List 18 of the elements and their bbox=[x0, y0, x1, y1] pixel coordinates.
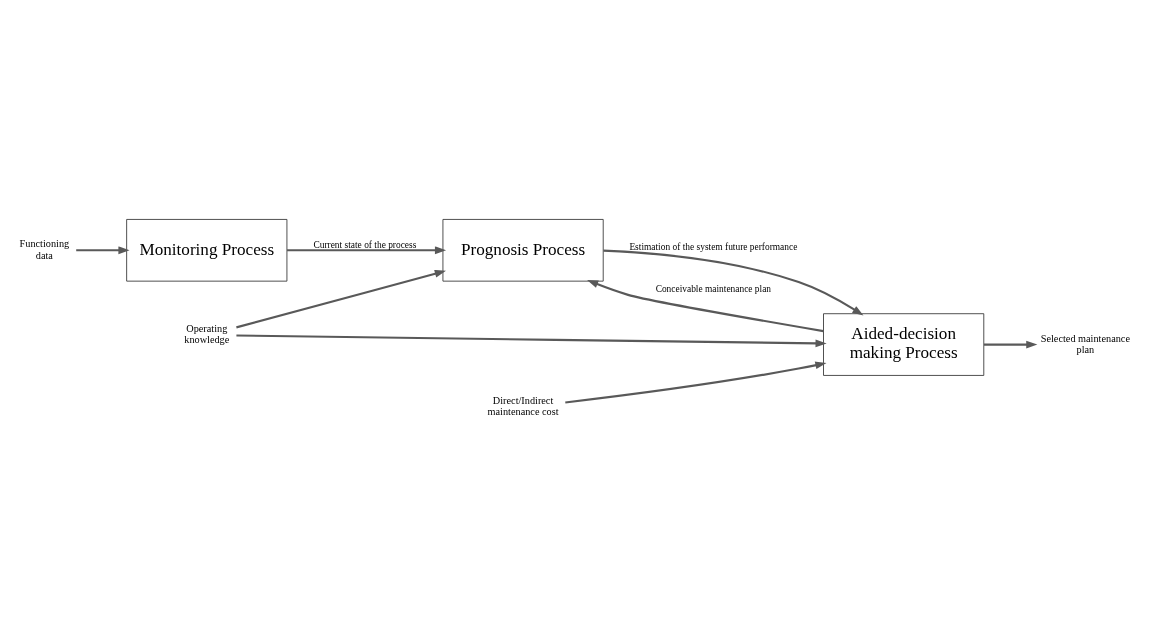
arrow bbox=[236, 333, 827, 347]
arrow bbox=[287, 245, 447, 254]
node-text: Selected maintenance plan bbox=[1040, 332, 1130, 355]
node-text: Direct/Indirect maintenance cost bbox=[487, 394, 559, 417]
arrow bbox=[603, 249, 864, 315]
arrow bbox=[236, 269, 446, 328]
node-box: Prognosis Process bbox=[442, 218, 604, 282]
arrow bbox=[587, 279, 824, 332]
node-box: Aided-decision making Process bbox=[823, 312, 985, 376]
node-text: Functioning data bbox=[19, 237, 70, 261]
node-box: Monitoring Process bbox=[126, 218, 288, 282]
node-text: Operating knowledge bbox=[184, 322, 230, 345]
arrow bbox=[565, 360, 827, 404]
edge-label: Estimation of the system future performance bbox=[629, 241, 798, 252]
arrow bbox=[76, 245, 130, 254]
edge-label: Conceivable maintenance plan bbox=[655, 283, 772, 294]
edge-label: Current state of the process bbox=[313, 239, 417, 250]
arrow bbox=[983, 340, 1038, 348]
